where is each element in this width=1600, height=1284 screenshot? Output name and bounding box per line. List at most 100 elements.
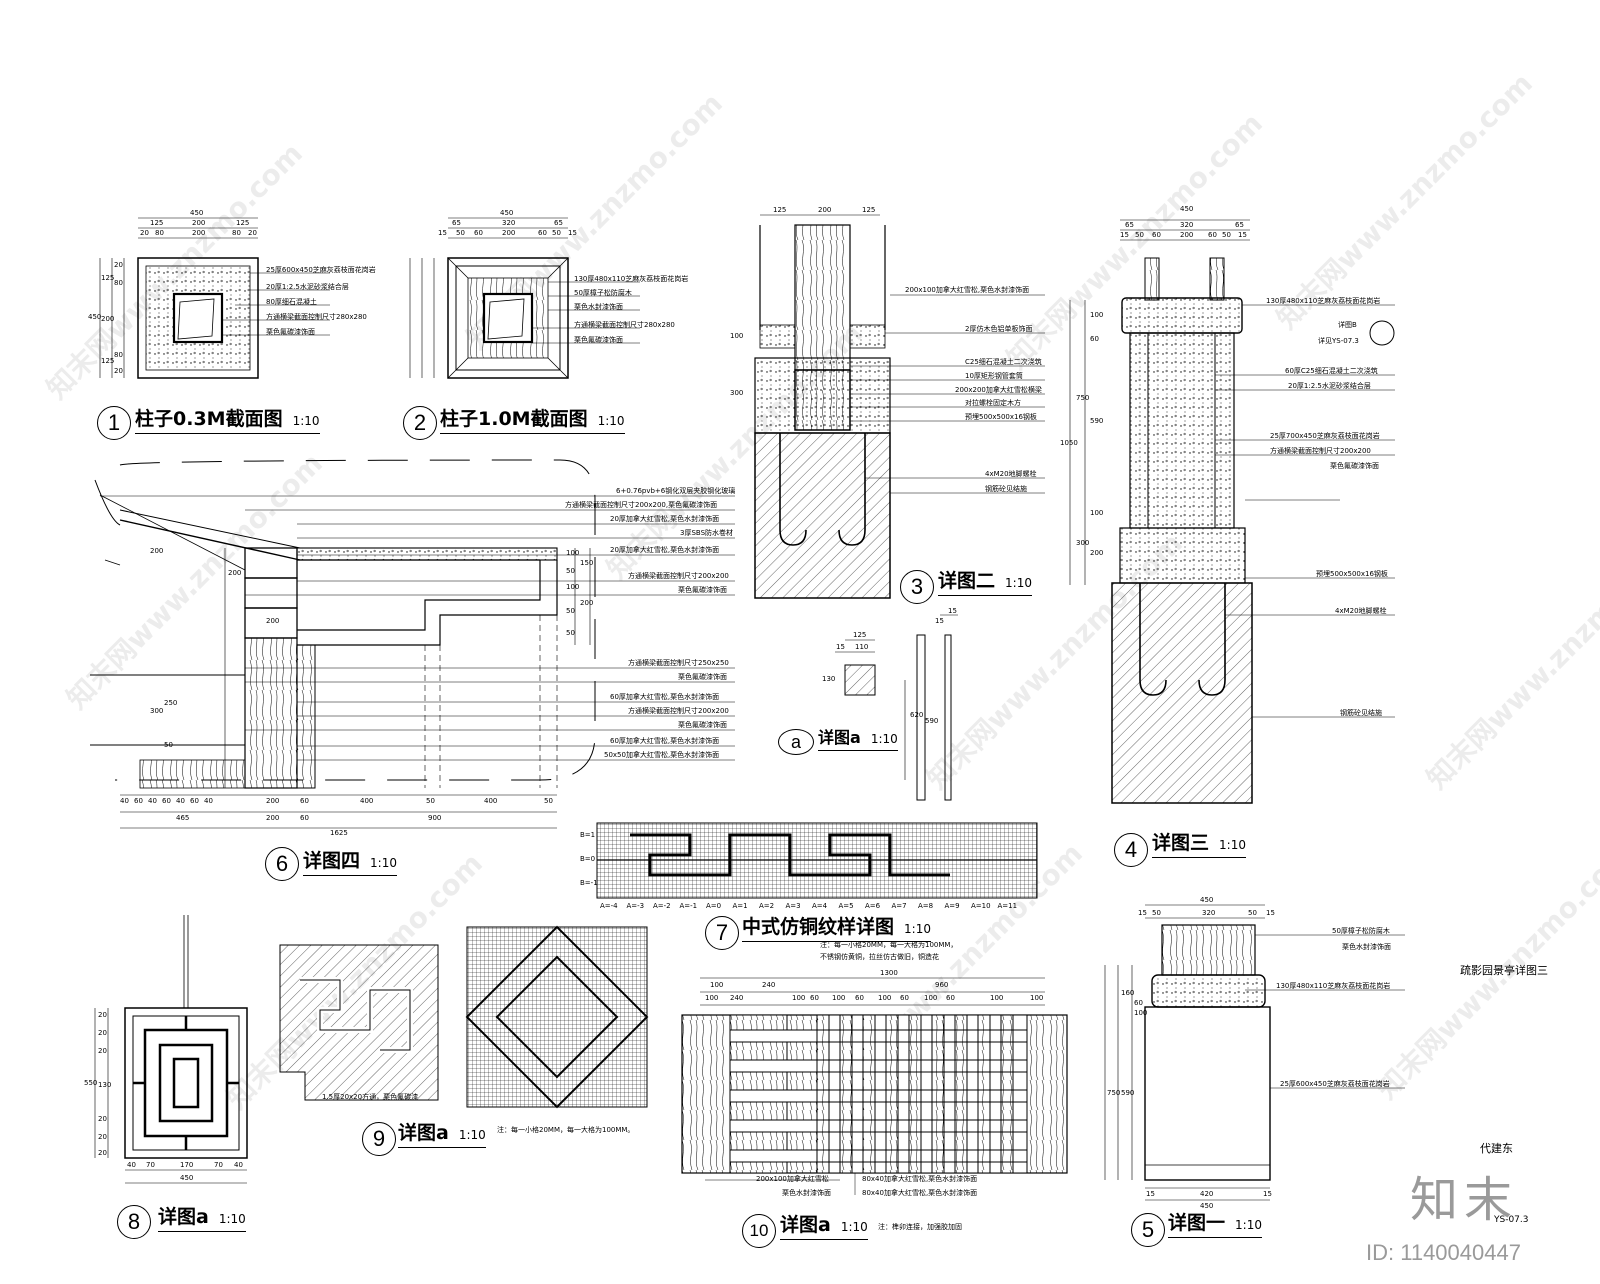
dim-label: 590: [1090, 417, 1104, 425]
detail-title-text: 中式仿铜纹样详图: [742, 916, 895, 938]
dim-label: 40: [120, 797, 129, 805]
detail-title-text: 柱子0.3M截面图: [135, 408, 283, 430]
dim-label: 320: [1180, 221, 1194, 229]
dim-label: 200: [101, 315, 115, 323]
detail-title: 详图二 1:10: [938, 566, 1032, 596]
note: 10厚矩形钢管套筒: [965, 372, 1023, 380]
note: 50x50加拿大红雪松,栗色水封漆饰面: [604, 751, 720, 759]
grid-column-label: A=7: [891, 902, 907, 910]
detail-2: [754, 214, 1045, 599]
note: 方通横梁截面控制尺寸250x250: [628, 659, 729, 667]
dim-label: 200: [150, 547, 164, 555]
dim-label: 60: [134, 797, 143, 805]
note: 4xM20地脚螺栓: [985, 470, 1037, 478]
grid-column-label: A=-3: [626, 902, 645, 910]
dim-label: 50: [1222, 231, 1231, 239]
detail-scale: 1:10: [1005, 576, 1032, 590]
grid-column-label: A=5: [838, 902, 854, 910]
note: 详见YS-07.3: [1318, 337, 1359, 345]
dim-label: 20: [98, 1115, 107, 1123]
dim-label: 450: [88, 313, 102, 321]
dim-label: 450: [180, 1174, 194, 1182]
dim-label: 320: [502, 219, 516, 227]
dim-label: 160: [1121, 989, 1135, 997]
note: 130厚480x110芝麻灰荔枝面花岗岩: [1276, 982, 1391, 990]
brand-logo: 知末: [1410, 1172, 1519, 1228]
sheet-author: 代建东: [1480, 1142, 1513, 1155]
sheet-title: 疏影园景亭详图三: [1460, 964, 1548, 977]
dim-label: 590: [1121, 1089, 1135, 1097]
note: 栗色氟碳漆饰面: [1330, 462, 1379, 470]
dim-label: 100: [1134, 1009, 1148, 1017]
grid-row-label: B=0: [580, 855, 596, 863]
detail-number: 1: [97, 406, 131, 440]
detail-title-text: 详图a: [158, 1206, 209, 1228]
dim-label: 60: [855, 994, 864, 1002]
detail-number: 6: [265, 847, 299, 881]
dim-label: 170: [180, 1161, 194, 1169]
section-1: [99, 217, 330, 379]
dim-label: 100: [1090, 311, 1104, 319]
dim-label: 20: [98, 1011, 107, 1019]
dim-label: 15: [1146, 1190, 1155, 1198]
dim-label: 400: [484, 797, 498, 805]
dim-label: 250: [164, 699, 178, 707]
note: 钢筋砼见结施: [1340, 709, 1382, 717]
dim-label: 100: [710, 981, 724, 989]
dim-label: 200: [818, 206, 832, 214]
dim-label: 50: [566, 629, 575, 637]
detail-1: [1104, 904, 1405, 1201]
note: 80x40加拿大红雪松,栗色水封漆饰面: [862, 1175, 978, 1183]
note: 25厚600x450芝麻灰荔枝面花岗岩: [1280, 1080, 1390, 1088]
note: 200x100加拿大红雪松: [756, 1175, 829, 1183]
detail-number: a: [778, 729, 814, 755]
dim-label: 70: [146, 1161, 155, 1169]
detail-number: 5: [1131, 1213, 1165, 1247]
note: 钢筋砼见结施: [985, 485, 1027, 493]
image-id: ID: 1140040447: [1366, 1240, 1521, 1265]
detail-title-text: 详图a: [780, 1214, 831, 1236]
note: 不锈钢仿黄铜，拉丝仿古做旧，铜造花: [820, 953, 939, 961]
dim-label: 20: [98, 1047, 107, 1055]
detail-title-text: 详图四: [303, 850, 361, 872]
dim-label: 50: [164, 741, 173, 749]
dim-label: 60: [1152, 231, 1161, 239]
grid-column-label: A=8: [918, 902, 934, 910]
dim-label: 750: [1076, 394, 1090, 402]
note: 栗色氟碳漆饰面: [678, 721, 727, 729]
dim-label: 125: [150, 219, 164, 227]
dim-label: 40: [127, 1161, 136, 1169]
dim-label: 15: [568, 229, 577, 237]
dim-label: 130: [98, 1081, 112, 1089]
note: 方通横梁截面控制尺寸280x280: [266, 313, 367, 321]
note: 20厚加拿大红雪松,栗色水封漆饰面: [610, 546, 720, 554]
note: 方通横梁截面控制尺寸200x200: [1270, 447, 1371, 455]
note: 3厚SBS防水卷材: [680, 529, 734, 537]
dim-label: 80: [114, 279, 123, 287]
grid-column-label: A=11: [997, 902, 1018, 910]
dim-label: 125: [773, 206, 787, 214]
note: 25厚600x450芝麻灰荔枝面花岗岩: [266, 266, 376, 274]
dim-label: 50: [1135, 231, 1144, 239]
dim-label: 80: [114, 351, 123, 359]
note: 1.5厚20x20方通，栗色氟碳漆: [322, 1093, 419, 1101]
dim-label: 15: [1120, 231, 1129, 239]
dim-label: 200: [228, 569, 242, 577]
dim-label: 15: [1266, 909, 1275, 917]
dim-label: 100: [730, 332, 744, 340]
detail-title-text: 详图二: [938, 570, 996, 592]
dim-label: 100: [792, 994, 806, 1002]
note: 栗色氟碳漆饰面: [574, 336, 623, 344]
grid-column-label: A=10: [971, 902, 991, 910]
dim-label: 450: [1180, 205, 1194, 213]
detail-10: [681, 977, 1068, 1195]
detail-scale: 1:10: [597, 414, 625, 428]
detail-8: [94, 915, 248, 1184]
dim-label: 200: [266, 617, 280, 625]
detail-scale: 1:10: [904, 922, 931, 936]
dim-label: 200: [580, 599, 594, 607]
dim-label: 150: [580, 559, 594, 567]
note: 栗色氟碳漆饰面: [266, 328, 315, 336]
